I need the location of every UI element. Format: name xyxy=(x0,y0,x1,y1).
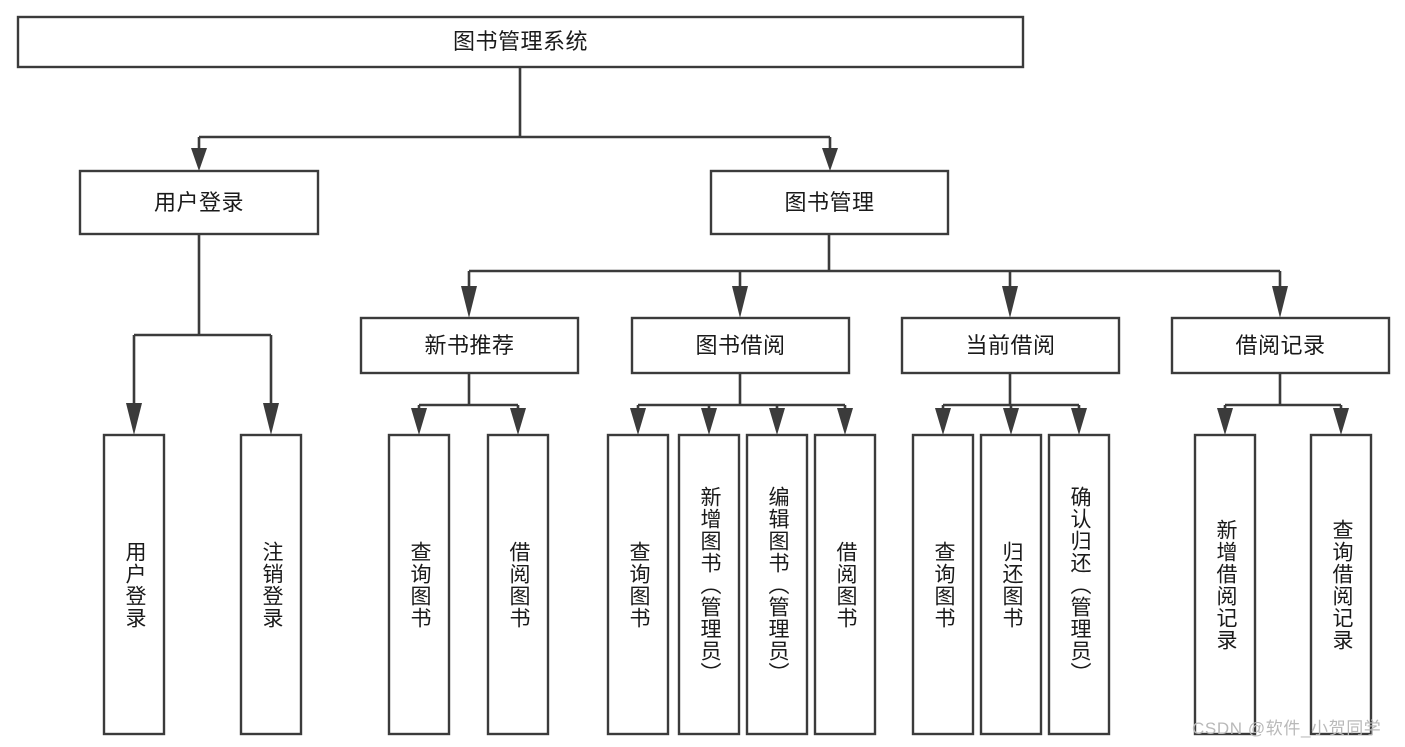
node-box-leaf-confirm-return[interactable] xyxy=(1047,433,1111,736)
node-box-borrow-record[interactable] xyxy=(1170,316,1391,375)
arrow-head-leaf-add-book xyxy=(701,408,717,435)
arrow-head-leaf-logout xyxy=(263,403,279,435)
node-box-book-manage[interactable] xyxy=(709,169,950,236)
arrow-head-user-login xyxy=(191,148,207,171)
arrow-head-leaf-borrow-book-1 xyxy=(510,408,526,435)
node-box-user-login[interactable] xyxy=(78,169,320,236)
node-box-leaf-return-book[interactable] xyxy=(979,433,1043,736)
arrow-head-current-borrow xyxy=(1002,286,1018,318)
arrow-head-leaf-return-book xyxy=(1003,408,1019,435)
node-box-leaf-borrow-book-2[interactable] xyxy=(813,433,877,736)
arrow-head-leaf-borrow-book-2 xyxy=(837,408,853,435)
node-box-root[interactable] xyxy=(16,15,1025,69)
arrow-head-leaf-query-record xyxy=(1333,408,1349,435)
arrow-head-leaf-query-book-1 xyxy=(411,408,427,435)
arrow-head-leaf-query-book-2 xyxy=(630,408,646,435)
node-box-leaf-add-book[interactable] xyxy=(677,433,741,736)
csdn-watermark: CSDN @软件_小贺同学 xyxy=(1192,719,1382,738)
arrow-head-borrow-record xyxy=(1272,286,1288,318)
node-box-leaf-edit-book[interactable] xyxy=(745,433,809,736)
node-box-book-borrow[interactable] xyxy=(630,316,851,375)
arrow-head-leaf-edit-book xyxy=(769,408,785,435)
node-box-leaf-query-book-1[interactable] xyxy=(387,433,451,736)
node-box-new-book-rec[interactable] xyxy=(359,316,580,375)
arrow-head-leaf-add-record xyxy=(1217,408,1233,435)
arrow-head-book-borrow xyxy=(732,286,748,318)
arrow-head-leaf-confirm-return xyxy=(1071,408,1087,435)
node-box-leaf-query-book-2[interactable] xyxy=(606,433,670,736)
arrow-head-leaf-user-login xyxy=(126,403,142,435)
node-box-leaf-query-book-3[interactable] xyxy=(911,433,975,736)
arrow-head-leaf-query-book-3 xyxy=(935,408,951,435)
node-box-leaf-user-login[interactable] xyxy=(102,433,166,736)
arrow-head-book-manage xyxy=(822,148,838,171)
node-box-leaf-add-record[interactable] xyxy=(1193,433,1257,736)
arrow-head-new-book-rec xyxy=(461,286,477,318)
node-box-current-borrow[interactable] xyxy=(900,316,1121,375)
node-box-leaf-query-record[interactable] xyxy=(1309,433,1373,736)
node-box-leaf-borrow-book-1[interactable] xyxy=(486,433,550,736)
node-box-leaf-logout[interactable] xyxy=(239,433,303,736)
